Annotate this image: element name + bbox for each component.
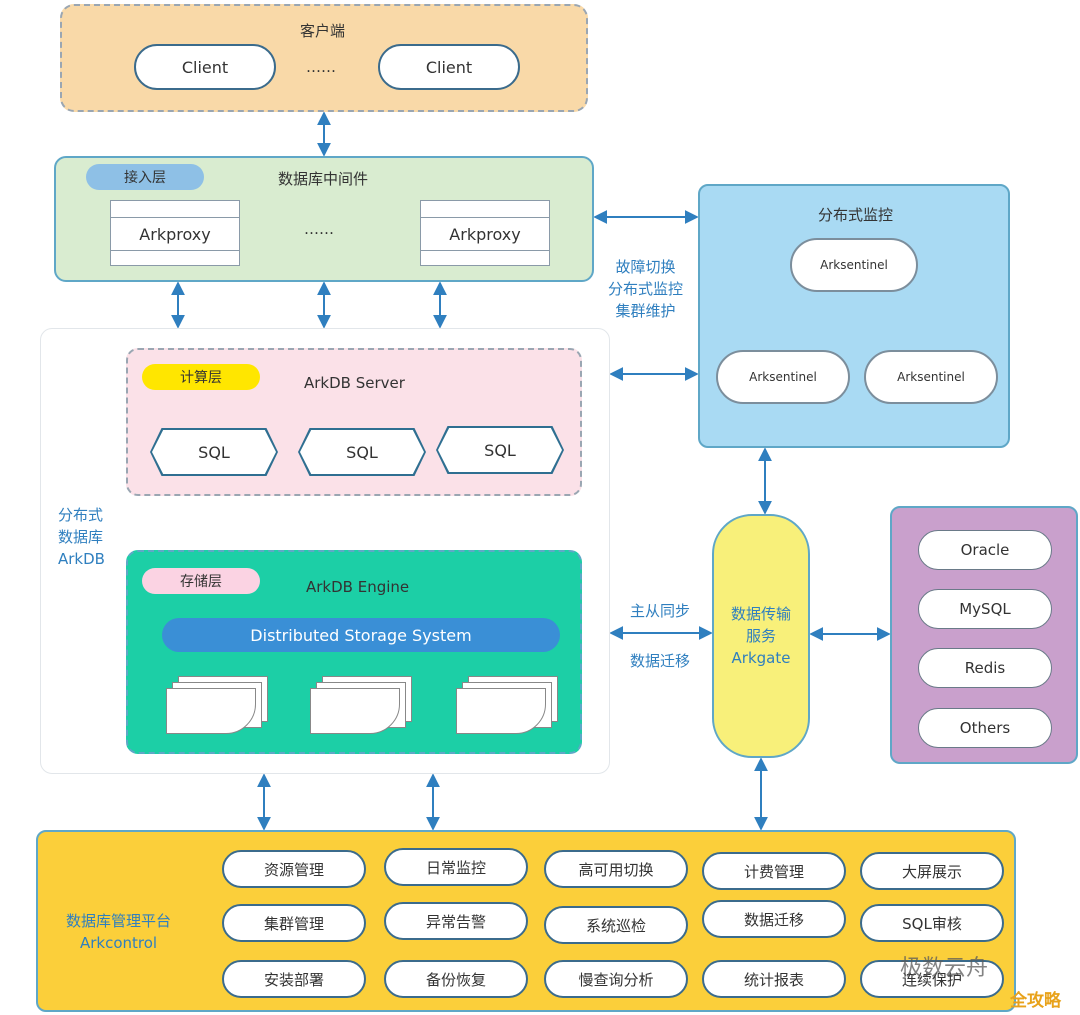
sql-node: SQL [150,428,278,476]
client-node: Client [134,44,276,90]
platform-feature: 备份恢复 [384,960,528,998]
proxy-label: Arkproxy [449,224,521,244]
middleware-title: 数据库中间件 [278,170,369,188]
platform-feature: 数据迁移 [702,900,846,938]
database-item: Redis [918,648,1052,688]
platform-feature: 集群管理 [222,904,366,942]
platform-feature: 大屏展示 [860,852,1004,890]
proxy-node: Arkproxy [110,200,240,266]
platform-feature: 慢查询分析 [544,960,688,998]
storage-title: ArkDB Engine [306,578,410,596]
platform-feature: 计费管理 [702,852,846,890]
platform-feature: 连续保护 [860,960,1004,998]
watermark-corner: 全攻略 [1010,991,1061,1011]
compute-tag: 计算层 [142,364,260,390]
platform-feature: 高可用切换 [544,850,688,888]
platform-feature: 日常监控 [384,848,528,886]
compute-title: ArkDB Server [304,374,405,392]
watermark-text: 极数云舟 [900,956,989,981]
platform-feature: 统计报表 [702,960,846,998]
distributed-storage-bar: Distributed Storage System [162,618,560,652]
sql-node: SQL [298,428,426,476]
platform-feature: 安装部署 [222,960,366,998]
proxy-node: Arkproxy [420,200,550,266]
sql-node: SQL [436,426,564,474]
platform-feature: 资源管理 [222,850,366,888]
arksentinel-node: Arksentinel [716,350,850,404]
distributed-monitor: 分布式监控 [698,184,1010,448]
platform-feature: SQL审核 [860,904,1004,942]
compute-layer: 计算层 ArkDB Server SQL SQL SQL [126,348,582,496]
sync-label: 主从同步 [630,602,691,620]
arksentinel-node: Arksentinel [790,238,918,292]
client-node: Client [378,44,520,90]
monitor-link-label: 故障切换 分布式监控 集群维护 [608,258,684,320]
arksentinel-node: Arksentinel [864,350,998,404]
platform-feature: 异常告警 [384,902,528,940]
proxy-ellipsis: …… [304,220,334,238]
client-tier-title: 客户端 [300,22,346,40]
migration-label: 数据迁移 [630,652,691,670]
client-ellipsis: …… [306,58,336,76]
platform-label: 数据库管理平台 Arkcontrol [66,912,172,952]
monitor-title: 分布式监控 [818,206,894,224]
client-tier: 客户端 Client …… Client [60,4,588,112]
database-item: Oracle [918,530,1052,570]
platform-feature: 系统巡检 [544,906,688,944]
arkgate-service: 数据传输 服务 Arkgate [712,514,810,758]
storage-tag: 存储层 [142,568,260,594]
proxy-label: Arkproxy [139,224,211,244]
database-item: Others [918,708,1052,748]
arkdb-side-label: 分布式 数据库 ArkDB [58,506,105,568]
middleware-tag: 接入层 [86,164,204,190]
middleware-tier: 接入层 数据库中间件 Arkproxy …… Arkproxy [54,156,594,282]
database-item: MySQL [918,589,1052,629]
